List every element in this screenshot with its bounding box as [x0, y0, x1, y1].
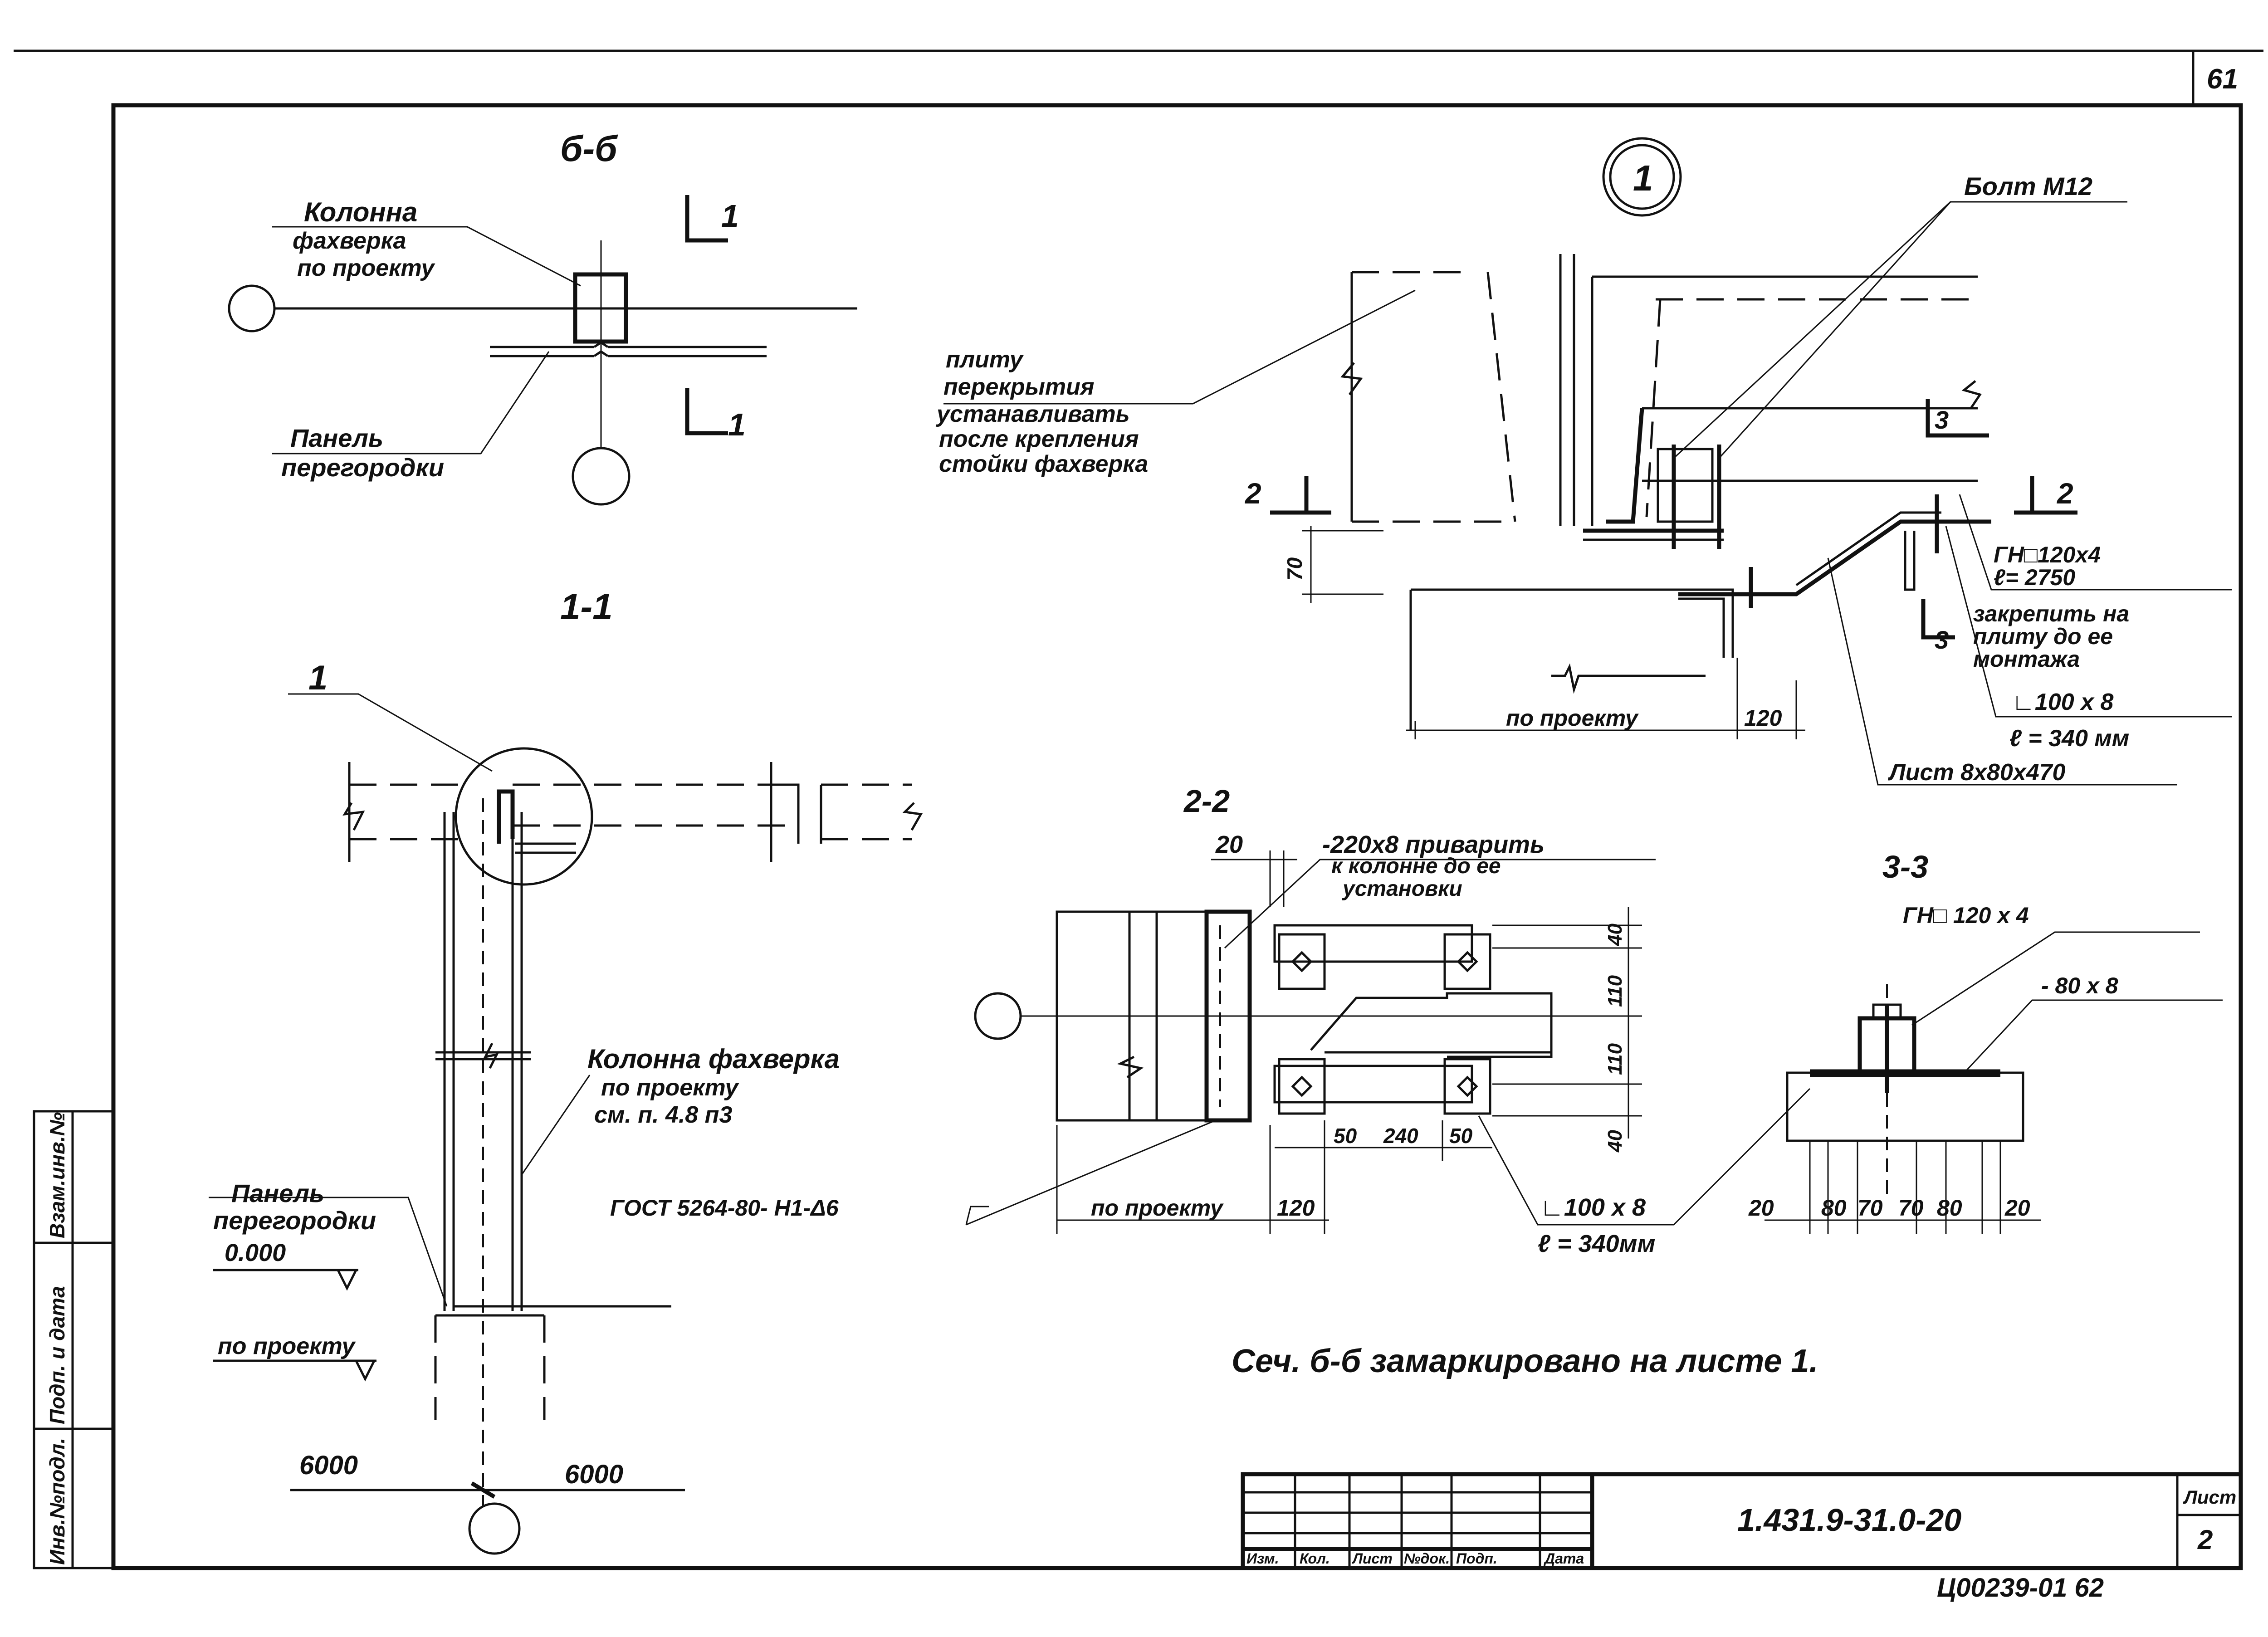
level-proj: по проекту	[218, 1333, 356, 1359]
side-stamp-sign: Подп. и дата	[45, 1286, 69, 1424]
section-11: 1-1 1 Колонна фахверка по пр	[209, 586, 923, 1555]
drawing-frame	[111, 103, 2243, 1570]
slab-note-4: после крепления	[939, 426, 1139, 452]
plate-33: - 80 х 8	[2041, 973, 2118, 998]
11-label-panel-2: перегородки	[213, 1206, 376, 1235]
bb-label-panel-2: перегородки	[281, 453, 444, 482]
dim-6000-left: 6000	[299, 1451, 358, 1480]
11-label-column-3: см. п. 4.8 п3	[594, 1102, 732, 1128]
gn-profile: ГН□120х4	[1994, 542, 2101, 567]
section-22-title: 2-2	[1183, 783, 1230, 819]
node-angle-length: ℓ = 340 мм	[2009, 725, 2129, 752]
section-bb-title: б-б	[560, 128, 618, 169]
dim-20-top: 20	[1215, 831, 1243, 858]
grid-axis-bubble	[468, 1502, 521, 1555]
gn-length: ℓ= 2750	[1994, 565, 2075, 590]
dim-h-50-left: 50	[1334, 1124, 1357, 1148]
cut-3-top: 3	[1935, 406, 1949, 434]
grid-axis-bubble	[572, 447, 631, 506]
sheet-label: Лист	[2183, 1486, 2236, 1508]
bb-label-column-1: Колонна	[304, 197, 417, 227]
bb-label-panel-1: Панель	[290, 424, 383, 452]
angle-22-length: ℓ = 340мм	[1538, 1230, 1655, 1257]
dim-70: 70	[1283, 557, 1306, 581]
bolt-label: Болт М12	[1964, 172, 2092, 200]
weld-spec: ГОСТ 5264-80- Н1-Δ6	[610, 1195, 839, 1221]
fix-note-1: закрепить на	[1973, 601, 2129, 626]
dim-33-70-left: 70	[1857, 1195, 1883, 1221]
archive-stamp: Ц00239-01 62	[1937, 1573, 2104, 1603]
cut-2-left: 2	[1245, 477, 1261, 510]
bb-label-column-2: фахверка	[293, 228, 406, 254]
dim-proj: по проекту	[1506, 705, 1639, 731]
section-22: 2-2 20 -220х8 приварить к колонне до ее …	[610, 783, 1811, 1257]
dim-22-120: 120	[1277, 1195, 1315, 1221]
title-block: Изм. Кол. Лист №док. Подп. Дата 1.431.9-…	[1241, 1472, 2243, 1570]
cut-3-bottom: 3	[1935, 625, 1949, 654]
cut-1-top: 1	[721, 198, 739, 234]
dim-33-80-left: 80	[1821, 1195, 1847, 1221]
dim-120: 120	[1744, 705, 1782, 731]
tb-col-list: Лист	[1352, 1550, 1393, 1567]
slab-note-1: плиту	[946, 347, 1024, 373]
designation: 1.431.9-31.0-20	[1737, 1502, 1961, 1538]
cut-2-right: 2	[2057, 477, 2073, 510]
section-11-title: 1-1	[560, 586, 613, 627]
side-stamp-replace: Взам.инв.№	[45, 1112, 69, 1238]
node-ref-1: 1	[308, 659, 327, 697]
11-label-column-1: Колонна фахверка	[587, 1044, 840, 1074]
tb-col-izm: Изм.	[1246, 1550, 1279, 1567]
slab-note-5: стойки фахверка	[939, 451, 1148, 477]
dim-33-20-right: 20	[2004, 1195, 2030, 1221]
tb-col-kol: Кол.	[1300, 1550, 1330, 1567]
dim-v-40-top: 40	[1604, 924, 1626, 946]
dim-h-50-right: 50	[1449, 1124, 1473, 1148]
dim-h-240: 240	[1383, 1124, 1418, 1148]
dim-22-proj: по проекту	[1091, 1195, 1224, 1221]
plate-note-3: установки	[1342, 877, 1462, 901]
node-1-marker	[1602, 137, 1682, 217]
dim-v-110-a: 110	[1604, 975, 1626, 1007]
fix-note-3: монтажа	[1973, 646, 2080, 672]
level-0: 0.000	[225, 1239, 286, 1266]
plate-note-2: к колонне до ее	[1331, 854, 1501, 878]
dim-v-110-b: 110	[1604, 1043, 1626, 1075]
dim-6000-right: 6000	[565, 1460, 623, 1489]
11-label-panel-1: Панель	[231, 1179, 324, 1207]
node-angle: ∟100 х 8	[2012, 689, 2113, 715]
dim-33-70-right: 70	[1898, 1195, 1924, 1221]
grid-axis-bubble	[228, 284, 276, 332]
dim-33-20-left: 20	[1748, 1195, 1774, 1221]
section-33: 3-3 ГН□ 120 х 4 - 80 х 8 20 80 70 70 80 …	[1748, 849, 2223, 1234]
dim-v-40-bottom: 40	[1604, 1130, 1626, 1153]
plate-note-1: -220х8 приварить	[1322, 831, 1545, 858]
slab-note-2: перекрытия	[943, 374, 1095, 400]
section-33-title: 3-3	[1882, 849, 1928, 884]
side-stamp: Инв.№подл. Подп. и дата Взам.инв.№	[33, 1110, 115, 1569]
angle-22: ∟100 х 8	[1540, 1194, 1646, 1221]
sheet-number: 2	[2197, 1525, 2213, 1555]
general-note: Сеч. б-б замаркировано на листе 1.	[1232, 1343, 1818, 1379]
11-label-column-2: по проекту	[601, 1075, 739, 1101]
fix-note-2: плиту до ее	[1973, 624, 2113, 649]
tb-col-sign: Подп.	[1456, 1550, 1497, 1567]
gn-33: ГН□ 120 х 4	[1903, 903, 2029, 928]
dim-33-80-right: 80	[1937, 1195, 1962, 1221]
node-1: 1 Болт М12	[935, 137, 2232, 786]
node-1-marker-num: 1	[1633, 158, 1653, 198]
sheet-plate: Лист 8х80х470	[1887, 759, 2066, 786]
tb-col-date: Дата	[1543, 1550, 1584, 1567]
page-number: 61	[2207, 64, 2238, 95]
cut-1-bottom: 1	[728, 407, 746, 442]
tb-col-doc: №док.	[1404, 1550, 1450, 1567]
node-1-callout-circle	[455, 747, 593, 886]
bb-label-column-3: по проекту	[297, 255, 435, 281]
side-stamp-inv: Инв.№подл.	[45, 1438, 69, 1565]
slab-note-3: устанавливать	[935, 401, 1130, 427]
section-bb: б-б 1 1 Колонна фахверка по проекту Пане…	[228, 128, 857, 506]
grid-axis-bubble	[974, 992, 1022, 1040]
